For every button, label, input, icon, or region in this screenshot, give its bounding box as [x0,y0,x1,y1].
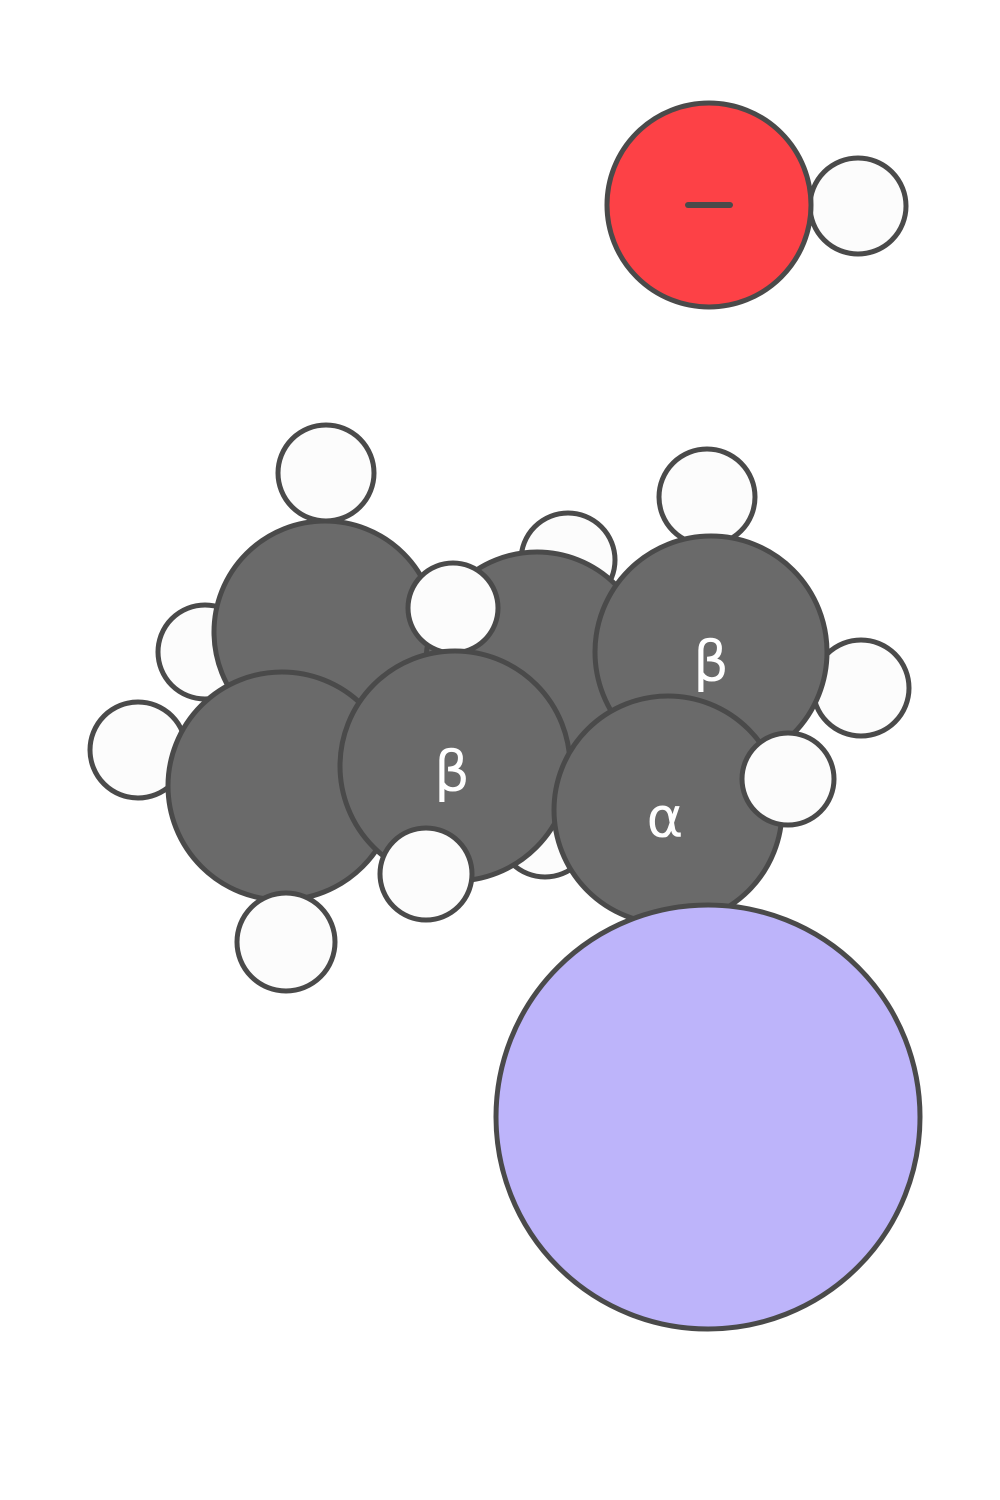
hydrogen-atom [234,890,338,994]
hydrogen-atom [656,446,758,548]
hydroxide-ion [604,100,909,310]
alpha-label: α [647,786,684,851]
hydrogen-atom [739,730,837,828]
hydrogen-atom [405,560,501,656]
hydrogen-atom [377,825,475,923]
hydrogen-atom [275,422,377,524]
metal-atom [493,902,923,1332]
beta-label-right: β [693,630,729,695]
beta-label-center: β [434,740,470,805]
hydroxide-hydrogen-atom [807,155,909,257]
alkyl-fragment: β β α [87,422,912,994]
